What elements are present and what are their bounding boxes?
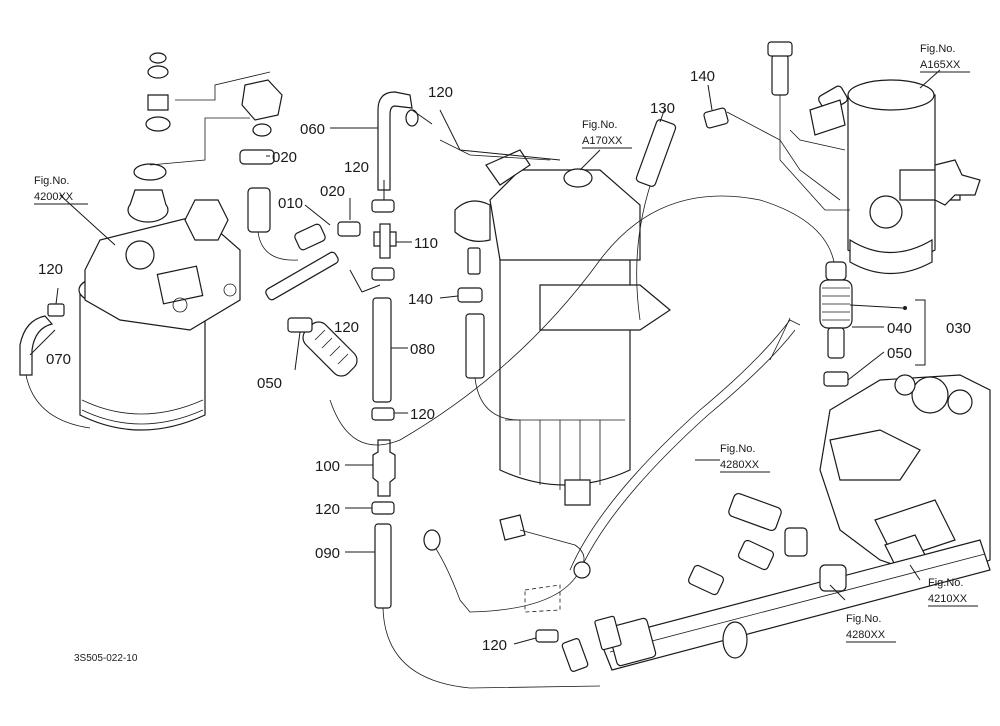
bracket-030 — [849, 299, 926, 366]
label-110: 110 — [414, 235, 438, 252]
label-120-e: 120 — [410, 406, 435, 423]
svg-text:4210XX: 4210XX — [928, 593, 968, 605]
feed-pump-assembly — [767, 41, 981, 275]
label-080: 080 — [410, 341, 435, 358]
svg-text:4280XX: 4280XX — [720, 459, 760, 471]
label-030: 030 — [946, 320, 971, 337]
label-120-a: 120 — [38, 261, 63, 278]
injection-pump-rail — [423, 317, 991, 671]
label-050-right: 050 — [887, 345, 912, 362]
figure-reference-labels: Fig.No. 4200XX Fig.No. A170XX Fig.No. A1… — [34, 43, 978, 643]
svg-text:Fig.No.: Fig.No. — [582, 119, 617, 131]
svg-text:Fig.No.: Fig.No. — [920, 43, 955, 55]
label-020-middle: 020 — [320, 183, 345, 200]
label-060: 060 — [300, 121, 325, 138]
label-130: 130 — [650, 100, 675, 117]
fig-ref-4280-lower: Fig.No. 4280XX — [846, 613, 896, 643]
center-hose-group — [239, 91, 601, 689]
fuel-filter-assembly-left — [59, 52, 283, 431]
label-020-upper: 020 — [272, 149, 297, 166]
label-140-middle: 140 — [408, 291, 433, 308]
part-number-labels: 010 020 020 030 040 050 050 060 070 080 … — [38, 68, 971, 654]
svg-text:4200XX: 4200XX — [34, 191, 74, 203]
fig-ref-4210: Fig.No. 4210XX — [928, 577, 978, 607]
svg-text:Fig.No.: Fig.No. — [928, 577, 963, 589]
diagram-code: 3S505-022-10 — [74, 653, 138, 664]
label-040: 040 — [887, 320, 912, 337]
label-120-f: 120 — [315, 501, 340, 518]
spring-hose-040 — [329, 195, 853, 446]
svg-text:Fig.No.: Fig.No. — [34, 175, 69, 187]
fig-ref-A170: Fig.No. A170XX — [582, 119, 632, 149]
hose-070 — [19, 303, 91, 429]
label-120-d: 120 — [334, 319, 359, 336]
fig-ref-A165: Fig.No. A165XX — [920, 43, 970, 73]
svg-text:A165XX: A165XX — [920, 59, 961, 71]
label-100: 100 — [315, 458, 340, 475]
label-050-left: 050 — [257, 375, 282, 392]
svg-text:Fig.No.: Fig.No. — [846, 613, 881, 625]
label-120-b: 120 — [428, 84, 453, 101]
label-120-g: 120 — [482, 637, 507, 654]
label-090: 090 — [315, 545, 340, 562]
svg-text:4280XX: 4280XX — [846, 629, 886, 641]
fig-ref-4200: Fig.No. 4200XX — [34, 175, 88, 205]
label-140-upper: 140 — [690, 68, 715, 85]
dot-marker — [903, 306, 907, 310]
label-070: 070 — [46, 351, 71, 368]
fuel-filter-center — [439, 139, 672, 506]
fig-ref-4280-middle: Fig.No. 4280XX — [720, 443, 770, 473]
leader-lines — [29, 69, 941, 645]
label-010: 010 — [278, 195, 303, 212]
hose-130 — [635, 107, 841, 321]
label-120-c: 120 — [344, 159, 369, 176]
svg-text:Fig.No.: Fig.No. — [720, 443, 755, 455]
svg-text:A170XX: A170XX — [582, 135, 623, 147]
